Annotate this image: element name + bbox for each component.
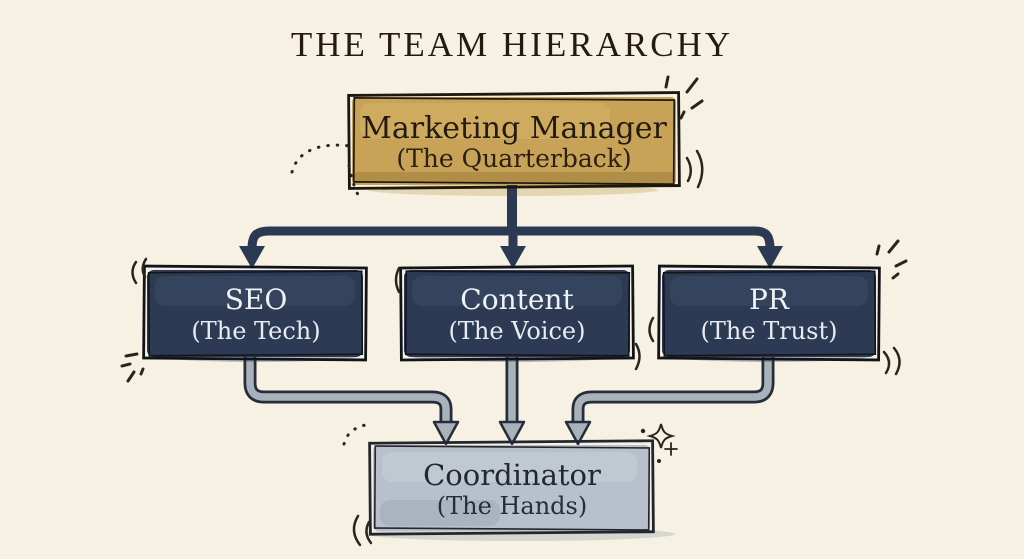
node-wash-shade xyxy=(354,172,674,183)
node-title: PR xyxy=(749,283,790,316)
arrowhead-seo-coordinator xyxy=(432,420,460,446)
dot-icon xyxy=(657,459,661,463)
node-border-outer xyxy=(657,264,881,362)
curve-marks-icon xyxy=(882,346,901,376)
node-title: Marketing Manager xyxy=(361,111,667,146)
curve-marks-icon xyxy=(131,257,148,285)
diagram-title: THE TEAM HIERARCHY xyxy=(291,25,733,64)
node-marketing-manager: Marketing Manager (The Quarterback) xyxy=(347,91,681,190)
node-fill xyxy=(352,97,676,185)
arrowhead-content-coordinator xyxy=(498,420,526,446)
node-title: SEO xyxy=(225,283,288,316)
node-wash-highlight xyxy=(412,276,622,306)
dotted-arc-icon xyxy=(347,164,362,200)
curve-marks-icon xyxy=(685,149,704,189)
node-border-outer xyxy=(399,264,635,362)
emphasis-rays-icon xyxy=(875,239,908,280)
dotted-arc-icon xyxy=(290,143,352,174)
node-border-inner xyxy=(352,97,676,185)
curve-marks-icon xyxy=(352,514,373,547)
dash-marks-icon xyxy=(120,352,145,383)
connectors-row-to-coordinator xyxy=(243,351,775,446)
curve-marks-icon xyxy=(394,266,641,371)
star-icon xyxy=(646,423,676,449)
node-content: Content (The Voice) xyxy=(399,264,635,362)
node-subtitle: (The Quarterback) xyxy=(396,144,631,173)
node-wash-highlight xyxy=(360,103,610,139)
node-border-outer xyxy=(142,264,368,362)
node-border-inner xyxy=(662,270,877,357)
node-subtitle: (The Tech) xyxy=(191,317,320,345)
node-border-inner xyxy=(404,270,631,357)
arrowhead-to-pr xyxy=(757,246,783,269)
edge-seo-coordinator xyxy=(246,354,450,425)
node-wash-highlight xyxy=(382,452,637,482)
node-border-inner xyxy=(147,270,364,357)
arrowhead-to-content xyxy=(500,246,526,269)
node-pr: PR (The Trust) xyxy=(657,264,881,362)
emphasis-rays-icon xyxy=(664,75,704,120)
node-border-inner xyxy=(373,445,651,531)
node-seo: SEO (The Tech) xyxy=(142,264,368,362)
sketch-decorations xyxy=(120,75,908,547)
node-wash-highlight xyxy=(155,276,355,306)
node-title: Coordinator xyxy=(423,458,601,492)
sparkle-icon xyxy=(640,423,678,463)
node-title: Content xyxy=(460,283,574,316)
node-wash-highlight xyxy=(670,276,868,306)
dot-icon xyxy=(640,428,646,434)
arrowhead-to-seo xyxy=(239,246,265,269)
node-subtitle: (The Voice) xyxy=(449,317,586,345)
connector-manager-to-row xyxy=(239,180,783,269)
node-subtitle: (The Trust) xyxy=(701,317,838,345)
curve-marks-icon xyxy=(648,316,655,343)
node-border-outer xyxy=(368,439,655,536)
node-subtitle: (The Hands) xyxy=(437,492,587,520)
arrowhead-pr-coordinator xyxy=(564,420,592,446)
node-coordinator: Coordinator (The Hands) xyxy=(365,439,675,541)
node-border-outer xyxy=(347,91,681,190)
node-wash-shade xyxy=(380,500,500,526)
edge-pr-coordinator xyxy=(574,354,772,425)
plus-sparkle-icon xyxy=(664,442,678,456)
